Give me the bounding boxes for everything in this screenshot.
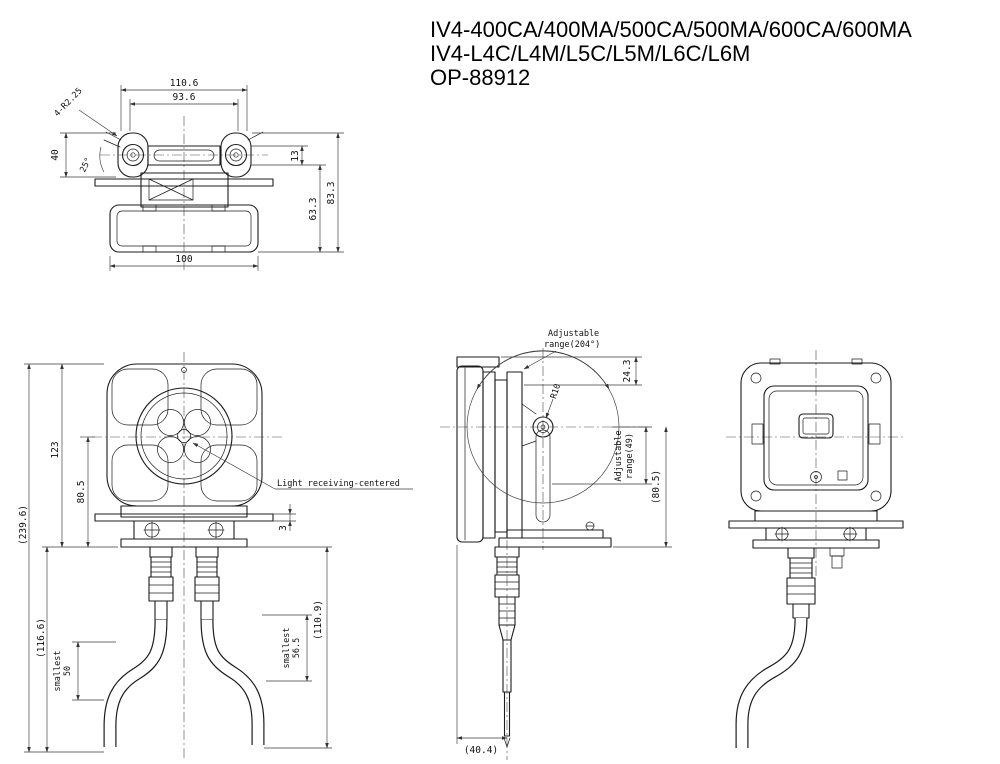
side-view: Adjustable range(204°) R10 24.3 Adjustab… — [440, 329, 672, 760]
smallest-left-label: smallest — [53, 651, 63, 692]
dim-100: 100 — [175, 254, 192, 265]
dim-239-6: (239.6) — [18, 505, 29, 545]
front-view: (239.6) (116.6) 123 80.5 smallest 50 3 — [18, 352, 413, 758]
dim-110-9: (110.9) — [313, 600, 324, 640]
model-line-2: IV4-L4C/L4M/L5C/L5M/L6C/L6M — [430, 41, 750, 66]
side-view-geometry — [440, 348, 648, 760]
front-view-geometry — [92, 352, 285, 758]
dim-r10: R10 — [549, 383, 563, 401]
adjustable-range-204-line2: range(204°) — [544, 340, 600, 350]
dim-50: 50 — [63, 666, 73, 676]
side-view-dimensions: Adjustable range(204°) R10 24.3 Adjustab… — [456, 329, 672, 756]
dim-93-6: 93.6 — [173, 92, 196, 103]
light-receiving-note: Light receiving-centered — [277, 479, 400, 489]
adjustable-range-49-line1: Adjustable — [614, 430, 624, 481]
model-line-1: IV4-400CA/400MA/500CA/500MA/600CA/600MA — [430, 17, 912, 42]
dim-116-6: (116.6) — [36, 618, 47, 658]
dim-angle-25: 25° — [78, 156, 94, 174]
dim-83-3: 83.3 — [326, 182, 337, 205]
dim-80-5: 80.5 — [76, 481, 87, 504]
dim-40: 40 — [50, 149, 61, 161]
dim-24-3: 24.3 — [622, 360, 633, 383]
model-line-3: OP-88912 — [430, 65, 530, 90]
top-view-geometry — [94, 116, 274, 272]
dim-3: 3 — [278, 525, 289, 531]
dim-63-3: 63.3 — [308, 198, 319, 221]
adjustable-range-49-line2: range(49) — [625, 433, 635, 479]
title-block: IV4-400CA/400MA/500CA/500MA/600CA/600MA … — [430, 17, 912, 90]
dim-13: 13 — [290, 150, 301, 161]
dim-123: 123 — [50, 441, 61, 458]
smallest-right-label: smallest — [282, 628, 292, 669]
rear-view — [726, 350, 906, 748]
top-view: 110.6 93.6 4-R2.25 25° 40 13 63 — [50, 78, 344, 272]
rear-view-geometry — [726, 350, 906, 748]
dim-80-5-side: (80.5) — [651, 470, 662, 504]
dim-110-6: 110.6 — [170, 78, 199, 89]
dim-40-4: (40.4) — [464, 745, 498, 756]
front-view-dimensions: (239.6) (116.6) 123 80.5 smallest 50 3 — [18, 363, 413, 753]
dim-corner-radius: 4-R2.25 — [53, 86, 85, 119]
adjustable-range-204-line1: Adjustable — [548, 329, 599, 339]
top-view-dimensions: 110.6 93.6 4-R2.25 25° 40 13 63 — [50, 78, 344, 271]
dim-56-5: 56.5 — [292, 638, 302, 658]
